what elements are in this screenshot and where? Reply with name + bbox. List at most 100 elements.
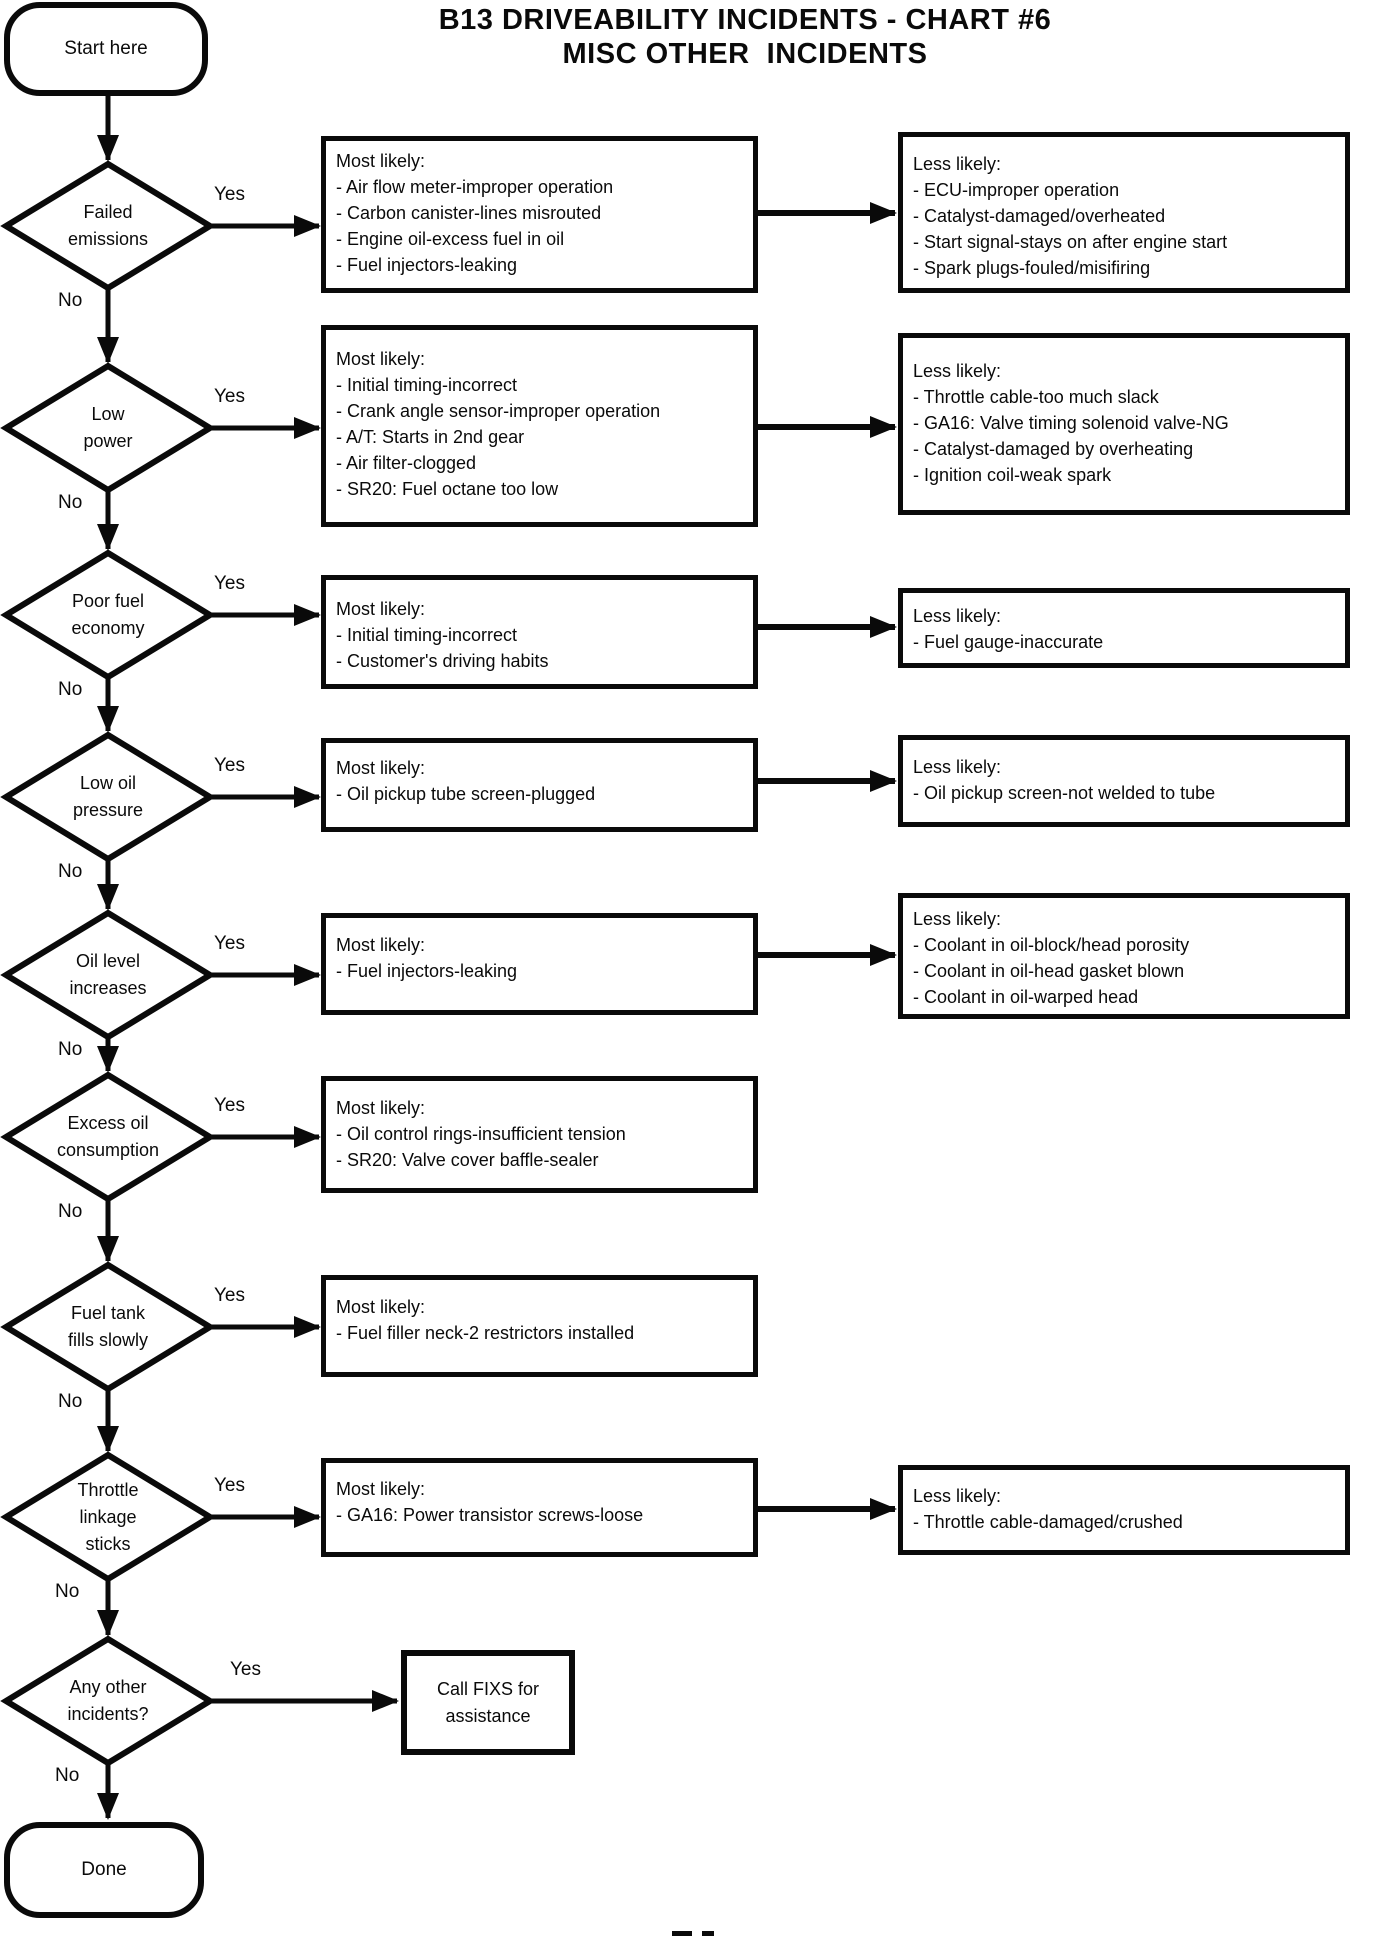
text-line: Low — [91, 404, 125, 424]
text-line: - Fuel injectors-leaking — [336, 961, 518, 981]
box-title: Less likely: — [913, 909, 1002, 929]
most-likely-box-q5: Most likely: - Fuel injectors-leaking — [321, 913, 758, 1015]
decision-diamond-poor-fuel-economy — [0, 549, 216, 681]
text-line: - Fuel injectors-leaking — [336, 255, 518, 275]
box-items: - Air flow meter-improper operation- Car… — [336, 174, 745, 278]
start-label: Start here — [64, 38, 148, 59]
no-label-q4: No — [58, 861, 83, 882]
text-line: linkage — [79, 1506, 137, 1527]
text-line: - Engine oil-excess fuel in oil — [336, 229, 565, 249]
most-likely-box-q6: Most likely: - Oil control rings-insuffi… — [321, 1076, 758, 1193]
done-terminal: Done — [4, 1822, 204, 1918]
decision-diamond-oil-level-increases — [0, 909, 216, 1041]
text-line: Fuel tank — [70, 1303, 146, 1323]
text-line: - Oil pickup screen-not welded to tube — [913, 783, 1216, 803]
text-line: - Ignition coil-weak spark — [913, 465, 1112, 485]
yes-label-q9: Yes — [230, 1659, 261, 1680]
box-title: Most likely: — [336, 1479, 426, 1499]
text-line: - Coolant in oil-block/head porosity — [913, 935, 1190, 955]
text-line: emissions — [67, 229, 149, 249]
box-items: - Initial timing-incorrect- Customer's d… — [336, 622, 745, 674]
decision-label-q7: Fuel tank fills slowly — [10, 1285, 206, 1369]
box-title: Most likely: — [336, 599, 426, 619]
decision-diamond-failed-emissions — [0, 160, 216, 292]
text-line: - Coolant in oil-warped head — [913, 987, 1139, 1007]
text-line: Oil level — [75, 951, 141, 971]
box-items: - ECU-improper operation- Catalyst-damag… — [913, 177, 1337, 281]
text-line: - Start signal-stays on after engine sta… — [913, 232, 1228, 252]
text-line: - Initial timing-incorrect — [336, 625, 518, 645]
text-line: Any other — [69, 1677, 147, 1697]
box-title: Most likely: — [336, 151, 426, 171]
less-likely-box-q5: Less likely: - Coolant in oil-block/head… — [898, 893, 1350, 1019]
less-likely-box-q1: Less likely: - ECU-improper operation- C… — [898, 132, 1350, 293]
done-label: Done — [81, 1859, 127, 1880]
text-line: - Fuel filler neck-2 restrictors install… — [336, 1323, 635, 1343]
box-title: Most likely: — [336, 1297, 426, 1317]
text-line: Excess oil — [67, 1113, 149, 1133]
box-items: - GA16: Power transistor screws-loose — [336, 1502, 745, 1528]
box-title: Less likely: — [913, 606, 1002, 626]
text-line: - Air filter-clogged — [336, 453, 477, 473]
no-label-q9: No — [55, 1765, 80, 1786]
box-title: Most likely: — [336, 758, 426, 778]
text-line: - A/T: Starts in 2nd gear — [336, 427, 525, 447]
decision-label-q2: Low power — [10, 386, 206, 470]
box-items: - Oil pickup tube screen-plugged — [336, 781, 745, 807]
text-line: - Oil control rings-insufficient tension — [336, 1124, 626, 1144]
no-label-q1: No — [58, 290, 83, 311]
box-items: - Fuel injectors-leaking — [336, 958, 745, 984]
decision-diamond-any-other-incidents — [0, 1635, 216, 1767]
most-likely-box-q4: Most likely: - Oil pickup tube screen-pl… — [321, 738, 758, 832]
text-line: economy — [71, 618, 145, 638]
box-title: Less likely: — [913, 361, 1002, 381]
box-items: - Oil control rings-insufficient tension… — [336, 1121, 745, 1173]
text-line: - Catalyst-damaged/overheated — [913, 206, 1166, 226]
box-items: - Fuel gauge-inaccurate — [913, 629, 1337, 655]
decision-diamond-throttle-linkage-sticks — [0, 1451, 216, 1583]
page-title-line2: MISC OTHER INCIDENTS — [562, 38, 928, 70]
page-title: B13 DRIVEABILITY INCIDENTS - CHART #6 MI… — [300, 3, 1190, 71]
less-likely-box-q8: Less likely: - Throttle cable-damaged/cr… — [898, 1465, 1350, 1555]
most-likely-box-q7: Most likely: - Fuel filler neck-2 restri… — [321, 1275, 758, 1377]
box-items: - Throttle cable-damaged/crushed — [913, 1509, 1337, 1535]
most-likely-box-q8: Most likely: - GA16: Power transistor sc… — [321, 1458, 758, 1557]
yes-label-q8: Yes — [214, 1475, 245, 1496]
yes-label-q6: Yes — [214, 1095, 245, 1116]
decision-diamond-fuel-tank-fills-slowly — [0, 1261, 216, 1393]
yes-label-q4: Yes — [214, 755, 245, 776]
call-fixs-box: Call FIXS for assistance — [401, 1650, 575, 1755]
text-line: Low oil — [79, 773, 137, 793]
text-line: - Coolant in oil-head gasket blown — [913, 961, 1185, 981]
scan-artifact — [672, 1931, 692, 1936]
most-likely-box-q1: Most likely: - Air flow meter-improper o… — [321, 136, 758, 293]
most-likely-box-q3: Most likely: - Initial timing-incorrect-… — [321, 575, 758, 689]
yes-label-q5: Yes — [214, 933, 245, 954]
less-likely-box-q2: Less likely: - Throttle cable-too much s… — [898, 333, 1350, 515]
text-line: - Air flow meter-improper operation — [336, 177, 614, 197]
yes-label-q3: Yes — [214, 573, 245, 594]
text-line: power — [83, 431, 133, 451]
decision-diamond-low-power — [0, 362, 216, 494]
no-label-q8: No — [55, 1581, 80, 1602]
yes-label-q7: Yes — [214, 1285, 245, 1306]
box-items: - Oil pickup screen-not welded to tube — [913, 780, 1337, 806]
box-title: Most likely: — [336, 1098, 426, 1118]
box-title: Less likely: — [913, 1486, 1002, 1506]
text-line: increases — [69, 978, 147, 998]
text-line: pressure — [72, 800, 144, 820]
text-line: - GA16: Power transistor screws-loose — [336, 1505, 644, 1525]
text-line: fills slowly — [67, 1330, 148, 1350]
most-likely-box-q2: Most likely: - Initial timing-incorrect-… — [321, 325, 758, 527]
less-likely-box-q4: Less likely: - Oil pickup screen-not wel… — [898, 735, 1350, 827]
yes-label-q2: Yes — [214, 386, 245, 407]
box-title: Most likely: — [336, 349, 426, 369]
text-line: - Fuel gauge-inaccurate — [913, 632, 1104, 652]
call-fixs-line1: Call FIXS for — [436, 1678, 540, 1699]
